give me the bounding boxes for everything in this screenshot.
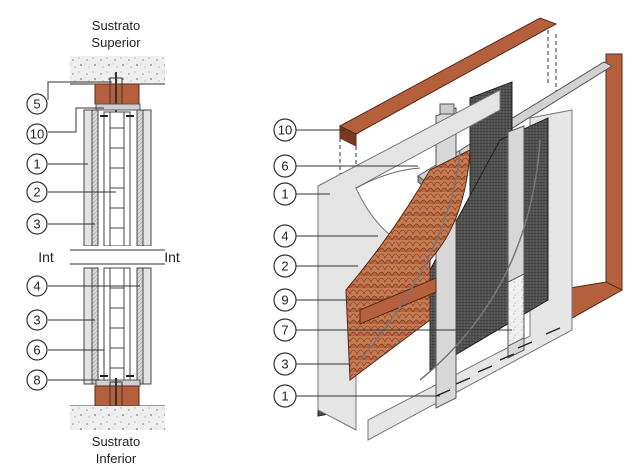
section-board-outer-left-bottom [83, 267, 93, 385]
svg-text:1: 1 [33, 157, 40, 172]
exploded-callout-2: 2 [273, 254, 297, 278]
bottom-substrate-label-line2: Inferior [96, 451, 137, 466]
svg-text:2: 2 [281, 259, 288, 274]
section-callout-4: 4 [26, 275, 48, 297]
acoustic-panel [507, 273, 525, 347]
section-callout-8: 8 [26, 369, 48, 391]
section-callout-2: 2 [26, 181, 48, 203]
top-substrate-label-line1: Sustrato [92, 18, 140, 33]
svg-text:7: 7 [281, 323, 288, 338]
exploded-callout-3: 3 [273, 352, 297, 376]
wood-frame-right [571, 53, 623, 319]
exploded-callout-4: 4 [273, 224, 297, 248]
exploded-callout-10: 10 [273, 118, 297, 142]
svg-text:6: 6 [33, 343, 40, 358]
svg-text:9: 9 [281, 293, 288, 308]
svg-text:10: 10 [30, 127, 44, 142]
exploded-callout-6: 6 [273, 154, 297, 178]
top-concrete-substrate [70, 56, 165, 84]
svg-text:10: 10 [278, 123, 292, 138]
svg-text:2: 2 [33, 185, 40, 200]
section-callout-6: 6 [26, 339, 48, 361]
bottom-concrete-substrate [70, 406, 165, 430]
svg-text:3: 3 [33, 217, 40, 232]
exploded-callout-9: 9 [273, 288, 297, 312]
interior-label-left: Int [38, 249, 54, 265]
section-callout-3a: 3 [26, 213, 48, 235]
section-callout-10: 10 [26, 123, 48, 145]
section-board-outer-left-top [83, 109, 93, 247]
back-gypsum-board [367, 109, 573, 441]
section-board-outer-right-bottom [142, 267, 152, 385]
svg-text:5: 5 [33, 97, 40, 112]
svg-text:1: 1 [281, 187, 288, 202]
exploded-callout-1b: 1 [273, 384, 297, 408]
section-callout-3b: 3 [26, 309, 48, 331]
top-substrate-label-line2: Superior [91, 35, 141, 50]
svg-text:1: 1 [281, 389, 288, 404]
svg-text:4: 4 [281, 229, 288, 244]
svg-text:4: 4 [33, 279, 40, 294]
exploded-callout-1a: 1 [273, 182, 297, 206]
section-board-outer-right-top [142, 109, 152, 247]
bottom-substrate-label-line1: Sustrato [92, 434, 140, 449]
section-view: Sustrato Superior [20, 18, 250, 466]
section-callout-5: 5 [26, 93, 48, 115]
exploded-callout-7: 7 [273, 318, 297, 342]
svg-text:3: 3 [33, 313, 40, 328]
svg-text:8: 8 [33, 373, 40, 388]
exploded-view: 10 6 1 4 2 9 7 3 1 [273, 17, 624, 441]
interior-label-right: Int [164, 249, 180, 265]
svg-text:6: 6 [281, 159, 288, 174]
shingle-sheathing [345, 149, 471, 381]
svg-text:3: 3 [281, 357, 288, 372]
section-callout-1: 1 [26, 153, 48, 175]
